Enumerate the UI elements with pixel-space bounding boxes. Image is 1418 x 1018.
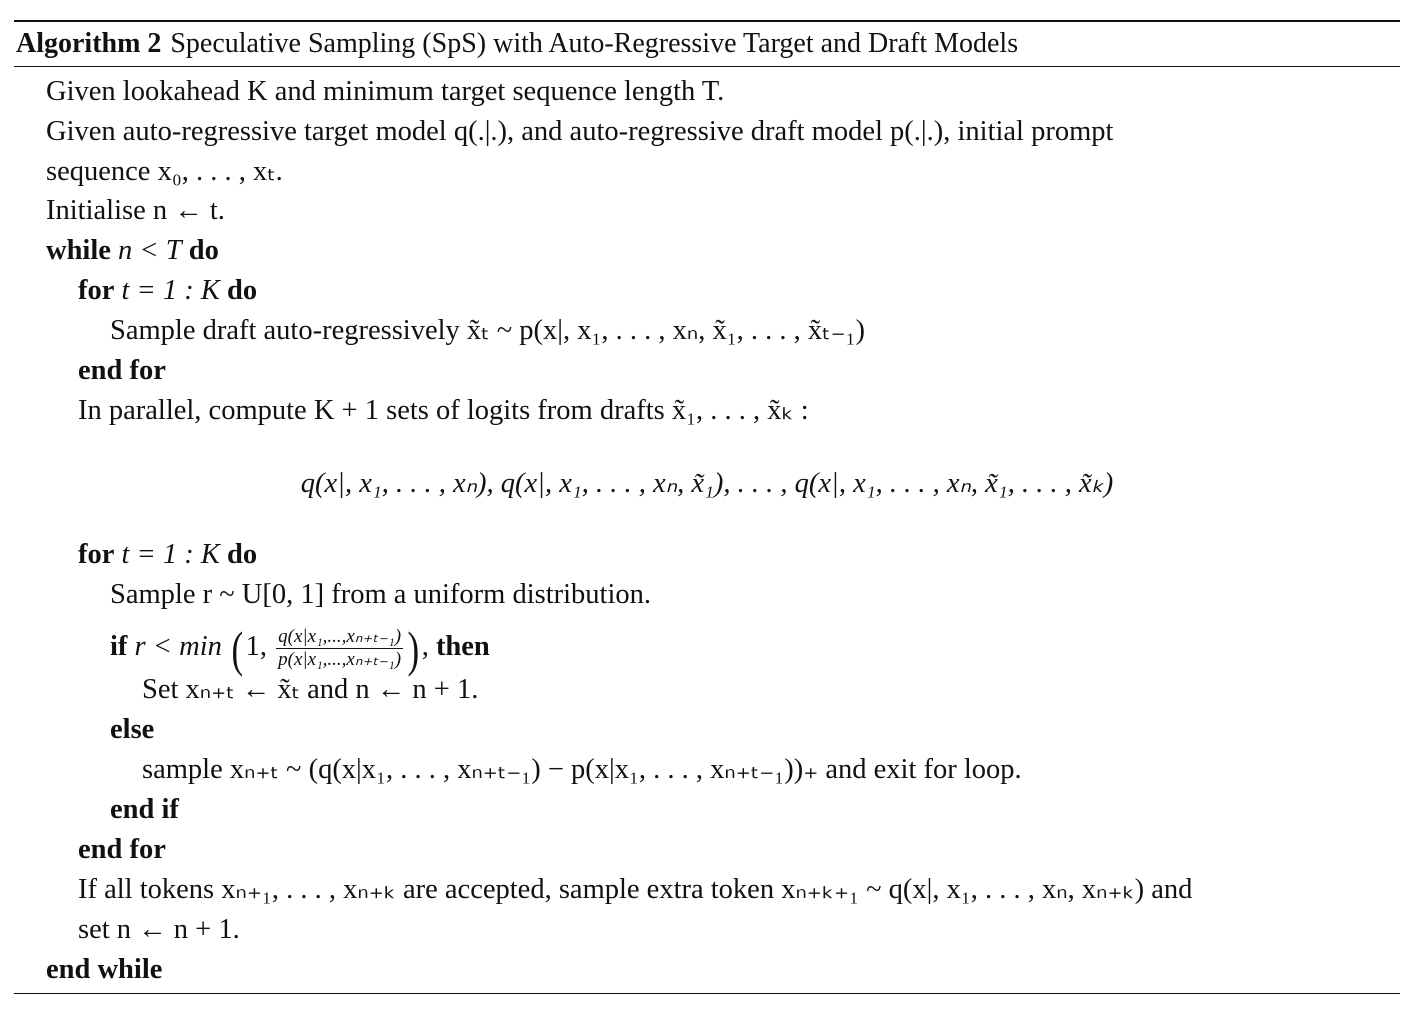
line-end-for-1: end for <box>78 355 166 387</box>
keyword-for: for <box>78 539 115 570</box>
line-sample-draft: Sample draft auto-regressively x̃ₜ ~ p(x… <box>110 315 865 347</box>
sample-draft-text: Sample draft auto-regressively x̃ₜ ~ p(x… <box>110 315 866 346</box>
keyword-do: do <box>227 275 258 306</box>
line-for-verify: for t = 1 : K do <box>78 539 257 571</box>
if-one: 1, <box>245 631 268 663</box>
if-condition-prefix: r < min <box>134 631 222 663</box>
line-if: if r < min (1, q(x|x₁,...,xₙ₊ₜ₋₁) p(x|x₁… <box>110 620 490 677</box>
acceptance-ratio: q(x|x₁,...,xₙ₊ₜ₋₁) p(x|x₁,...,xₙ₊ₜ₋₁) <box>276 626 404 671</box>
line-end-for-2: end for <box>78 834 166 866</box>
line-end-while: end while <box>46 954 162 986</box>
all-accepted-text-2: set n ← n + 1. <box>78 914 240 945</box>
line-for-draft: for t = 1 : K do <box>78 275 257 307</box>
all-accepted-text-1: If all tokens xₙ₊₁, . . . , xₙ₊ₖ are acc… <box>78 874 1193 905</box>
display-equation-logits: q(x|, x₁, . . . , xₙ), q(x|, x₁, . . . ,… <box>14 468 1400 500</box>
keyword-end-while: end while <box>46 954 163 985</box>
line-given-models-1: Given auto-regressive target model q(.|.… <box>46 116 1113 148</box>
given-models-text-1: Given auto-regressive target model q(.|.… <box>46 116 1114 147</box>
sample-reject-text: sample xₙ₊ₜ ~ (q(x|x₁, . . . , xₙ₊ₜ₋₁) −… <box>142 754 1022 785</box>
line-given-models-2: sequence x₀, . . . , xₜ. <box>46 156 283 188</box>
line-else: else <box>110 714 154 746</box>
given-lookahead-text: Given lookahead K and minimum target seq… <box>46 76 725 107</box>
line-end-if: end if <box>110 794 179 826</box>
ratio-numerator: q(x|x₁,...,xₙ₊ₜ₋₁) <box>276 626 404 649</box>
line-initialise: Initialise n ← t. <box>46 195 225 227</box>
bottom-rule <box>14 993 1400 994</box>
keyword-end-if: end if <box>110 794 179 825</box>
algorithm-label: Algorithm 2 <box>16 28 162 59</box>
right-paren-glyph: ) <box>407 620 420 677</box>
keyword-else: else <box>110 714 155 745</box>
algorithm-title: Speculative Sampling (SpS) with Auto-Reg… <box>170 28 1019 59</box>
keyword-do: do <box>188 235 219 266</box>
line-all-accepted-1: If all tokens xₙ₊₁, . . . , xₙ₊ₖ are acc… <box>78 874 1192 906</box>
in-parallel-text: In parallel, compute K + 1 sets of logit… <box>78 395 809 426</box>
line-sample-reject: sample xₙ₊ₜ ~ (q(x|x₁, . . . , xₙ₊ₜ₋₁) −… <box>142 754 1022 786</box>
algorithm-box: Algorithm 2 Speculative Sampling (SpS) w… <box>14 20 1400 994</box>
line-in-parallel: In parallel, compute K + 1 sets of logit… <box>78 395 809 427</box>
line-given-lookahead: Given lookahead K and minimum target seq… <box>46 76 724 108</box>
keyword-then: then <box>435 631 490 663</box>
keyword-if: if <box>110 631 128 663</box>
line-all-accepted-2: set n ← n + 1. <box>78 914 240 946</box>
ratio-denominator: p(x|x₁,...,xₙ₊ₜ₋₁) <box>278 649 402 670</box>
initialise-text: Initialise n ← t. <box>46 195 225 226</box>
for-range: t = 1 : K <box>121 275 220 306</box>
for-range: t = 1 : K <box>121 539 220 570</box>
line-sample-uniform: Sample r ~ U[0, 1] from a uniform distri… <box>110 579 651 611</box>
given-models-text-2: sequence x₀, . . . , xₜ. <box>46 156 283 187</box>
sample-uniform-text: Sample r ~ U[0, 1] from a uniform distri… <box>110 579 651 610</box>
keyword-do: do <box>227 539 258 570</box>
while-condition: n < T <box>118 235 182 266</box>
algorithm-caption: Algorithm 2 Speculative Sampling (SpS) w… <box>16 27 1018 60</box>
line-set-accept: Set xₙ₊ₜ ← x̃ₜ and n ← n + 1. <box>142 674 478 706</box>
top-rule <box>14 20 1400 22</box>
left-paren-glyph: ( <box>231 620 244 677</box>
keyword-end-for: end for <box>78 355 166 386</box>
line-while: while n < T do <box>46 235 219 267</box>
keyword-while: while <box>46 235 111 266</box>
caption-rule <box>14 66 1400 67</box>
logits-equation: q(x|, x₁, . . . , xₙ), q(x|, x₁, . . . ,… <box>300 468 1114 499</box>
keyword-end-for: end for <box>78 834 166 865</box>
set-accept-text: Set xₙ₊ₜ ← x̃ₜ and n ← n + 1. <box>142 674 479 705</box>
keyword-for: for <box>78 275 115 306</box>
